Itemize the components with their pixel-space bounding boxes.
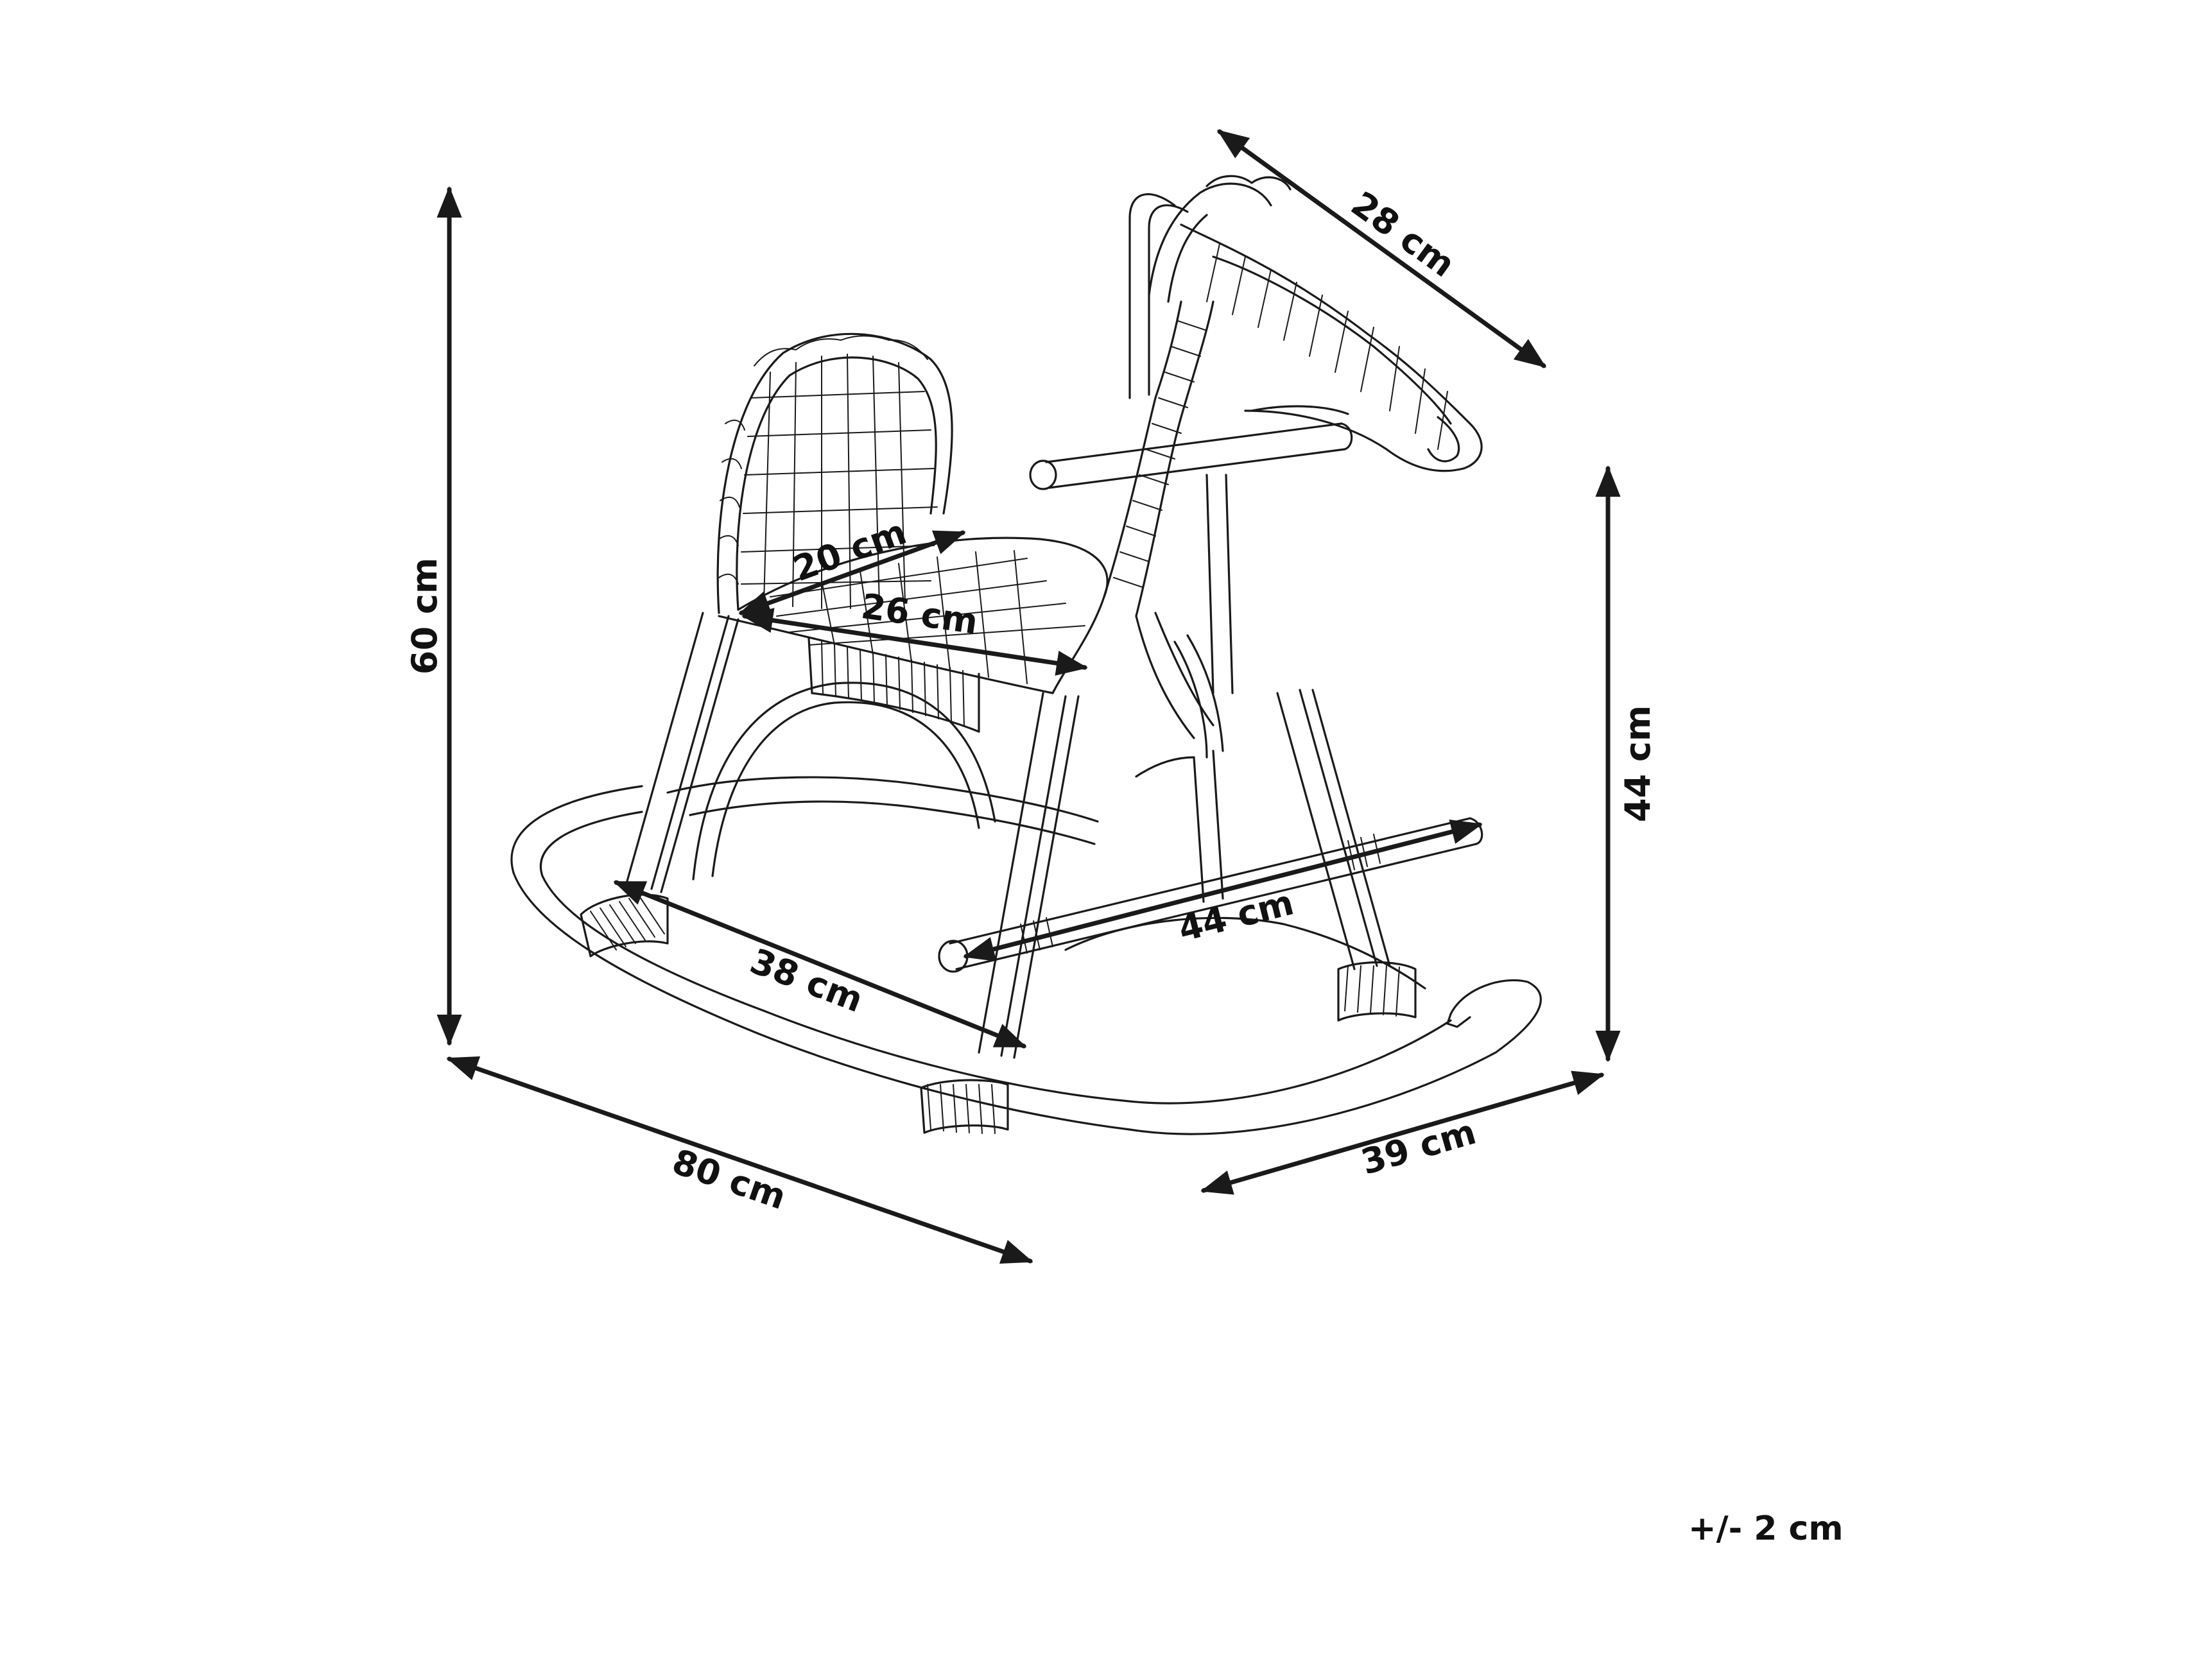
label-seat-height: 44 cm: [1618, 705, 1658, 822]
neck: [1103, 300, 1234, 778]
back-arch: [692, 682, 996, 881]
dimension-labels: 60 cm 28 cm 20 cm 26 cm 44 cm 44 cm 38 c…: [404, 184, 1658, 1217]
back-leg-left: [625, 612, 739, 893]
label-seat-length: 26 cm: [859, 586, 980, 642]
arrow-total-width: [1200, 1070, 1605, 1195]
dimension-arrows: [436, 129, 1621, 1264]
rocker-back-inner-curve-2: [689, 800, 1096, 845]
arrow-total-length: [446, 1056, 1033, 1264]
label-total-height: 60 cm: [404, 558, 445, 675]
tolerance-note: +/- 2 cm: [1688, 1509, 1844, 1548]
label-footrest-width: 44 cm: [1174, 882, 1297, 949]
seat-back: [716, 332, 953, 614]
rocker-back-inner-curve: [666, 776, 1099, 823]
rocking-horse-illustration: [510, 175, 1542, 1135]
label-leg-spacing: 38 cm: [745, 941, 868, 1020]
arrow-leg-spacing: [613, 880, 1027, 1049]
back-leg-right: [978, 692, 1080, 1059]
arrow-seat-width: [738, 530, 966, 615]
arrow-seat-length: [741, 608, 1088, 676]
arrow-head-length: [1217, 129, 1546, 368]
head: [1128, 175, 1483, 472]
label-total-width: 39 cm: [1357, 1112, 1481, 1183]
arrow-footrest-width: [963, 819, 1483, 962]
rocker-bindings: [580, 893, 1417, 1134]
handle-bar: [1029, 422, 1353, 490]
rocker-base-end: [1446, 1013, 1471, 1028]
rocker-base-outer: [510, 785, 1542, 1135]
label-total-length: 80 cm: [668, 1141, 791, 1217]
